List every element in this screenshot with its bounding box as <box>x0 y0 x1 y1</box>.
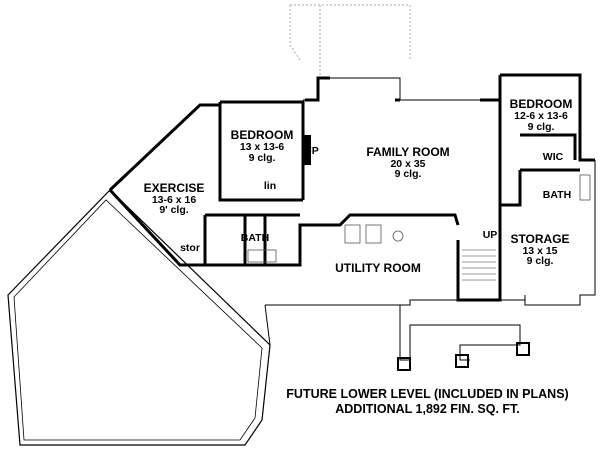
utility-room-name: UTILITY ROOM <box>335 261 421 275</box>
family-room-ceiling: 9 clg. <box>395 168 422 180</box>
caption-line1: FUTURE LOWER LEVEL (INCLUDED IN PLANS) <box>286 387 569 401</box>
family-room-name: FAMILY ROOM <box>366 145 449 159</box>
caption-line2: ADDITIONAL 1,892 FIN. SQ. FT. <box>335 402 520 416</box>
storage-name: STORAGE <box>510 232 569 246</box>
linen-label: lin <box>264 180 276 192</box>
wic-label: WIC <box>543 151 564 163</box>
storage-size: 13 x 15 <box>522 245 557 257</box>
bedroom2-size: 12-6 x 13-6 <box>514 110 568 122</box>
porch-columns <box>397 342 530 371</box>
stairs <box>462 249 496 281</box>
fixtures <box>247 174 591 263</box>
exercise-ceiling: 9' clg. <box>159 204 188 216</box>
bath1-name: BATH <box>241 232 269 244</box>
fireplace <box>303 135 311 165</box>
exercise-size: 13-6 x 16 <box>152 194 197 206</box>
upper-deck-outline <box>289 4 411 78</box>
bedroom2-ceiling: 9 clg. <box>528 121 555 133</box>
family-room-size: 20 x 35 <box>390 158 425 170</box>
bedroom1-name: BEDROOM <box>231 128 294 142</box>
bath2-name: BATH <box>543 189 571 201</box>
bedroom1-ceiling: 9 clg. <box>249 152 276 164</box>
stairs-up-label: UP <box>483 229 498 241</box>
fireplace-label: FP <box>305 145 318 157</box>
stor-label: stor <box>180 242 200 254</box>
bedroom1-size: 13 x 13-6 <box>240 141 285 153</box>
bedroom2-name: BEDROOM <box>510 97 573 111</box>
storage-ceiling: 9 clg. <box>527 255 554 267</box>
exercise-name: EXERCISE <box>144 181 205 195</box>
garage-outline <box>7 189 271 446</box>
